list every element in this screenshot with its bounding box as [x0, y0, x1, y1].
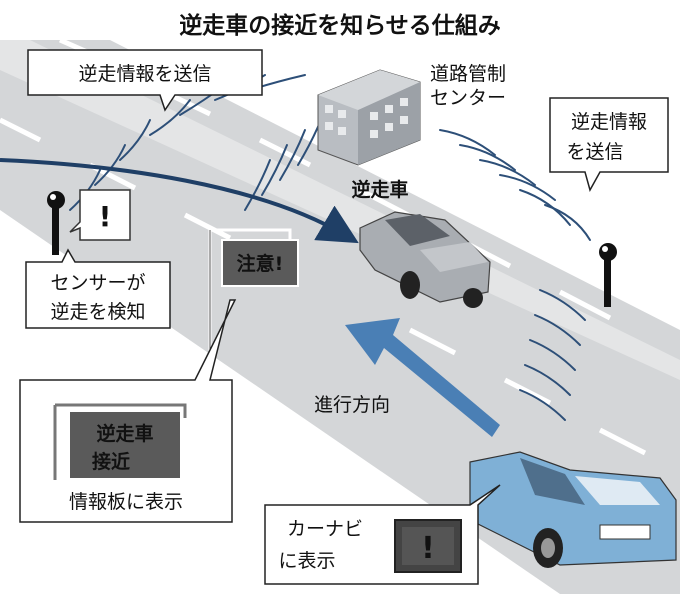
right-sensor-pole	[599, 243, 617, 307]
wrong-way-arrow	[0, 158, 359, 244]
left-sensor-pole	[47, 191, 65, 255]
car-navi-alert-mark: !	[421, 531, 435, 566]
sensor-alert-mark: !	[99, 200, 112, 233]
travel-direction-arrow	[345, 318, 500, 437]
wrong-way-car	[359, 211, 491, 308]
right-transmit-line1: 逆走情報	[571, 111, 647, 133]
sensor-detect-line2: 逆走を検知	[50, 301, 145, 323]
sensor-alert-bubble: !	[69, 189, 131, 241]
roadside-warning-sign: 注意!	[208, 228, 299, 360]
sensor-detect-callout: センサーが 逆走を検知	[25, 248, 171, 329]
control-center-building	[317, 69, 421, 166]
travel-direction-label: 進行方向	[314, 394, 390, 416]
control-center-line2: センター	[430, 87, 506, 109]
right-transmit-callout: 逆走情報 を送信	[549, 97, 669, 192]
lane-markings	[0, 37, 647, 456]
car-navi-callout: カーナビ に表示 !	[264, 484, 501, 585]
control-center-line1: 道路管制	[430, 63, 506, 85]
diagram-title: 逆走車の接近を知らせる仕組み	[179, 12, 501, 39]
info-board-sign-line2: 接近	[92, 451, 130, 473]
car-navi-line1: カーナビ	[287, 518, 363, 540]
warning-sign-text: 注意!	[237, 252, 284, 275]
left-transmit-label: 逆走情報を送信	[78, 63, 211, 85]
sensor-detect-line1: センサーが	[50, 272, 145, 294]
wrong-way-car-label: 逆走車	[351, 178, 408, 201]
left-transmit-callout: 逆走情報を送信	[27, 49, 263, 112]
info-board-caption: 情報板に表示	[69, 491, 183, 513]
radio-waves	[69, 74, 591, 421]
right-transmit-line2: を送信	[566, 141, 623, 163]
blue-car	[469, 451, 677, 568]
info-board-sign-line1: 逆走車	[96, 422, 153, 445]
info-board-callout: 逆走車 接近 情報板に表示	[19, 299, 237, 523]
car-navi-line2: に表示	[278, 550, 335, 572]
